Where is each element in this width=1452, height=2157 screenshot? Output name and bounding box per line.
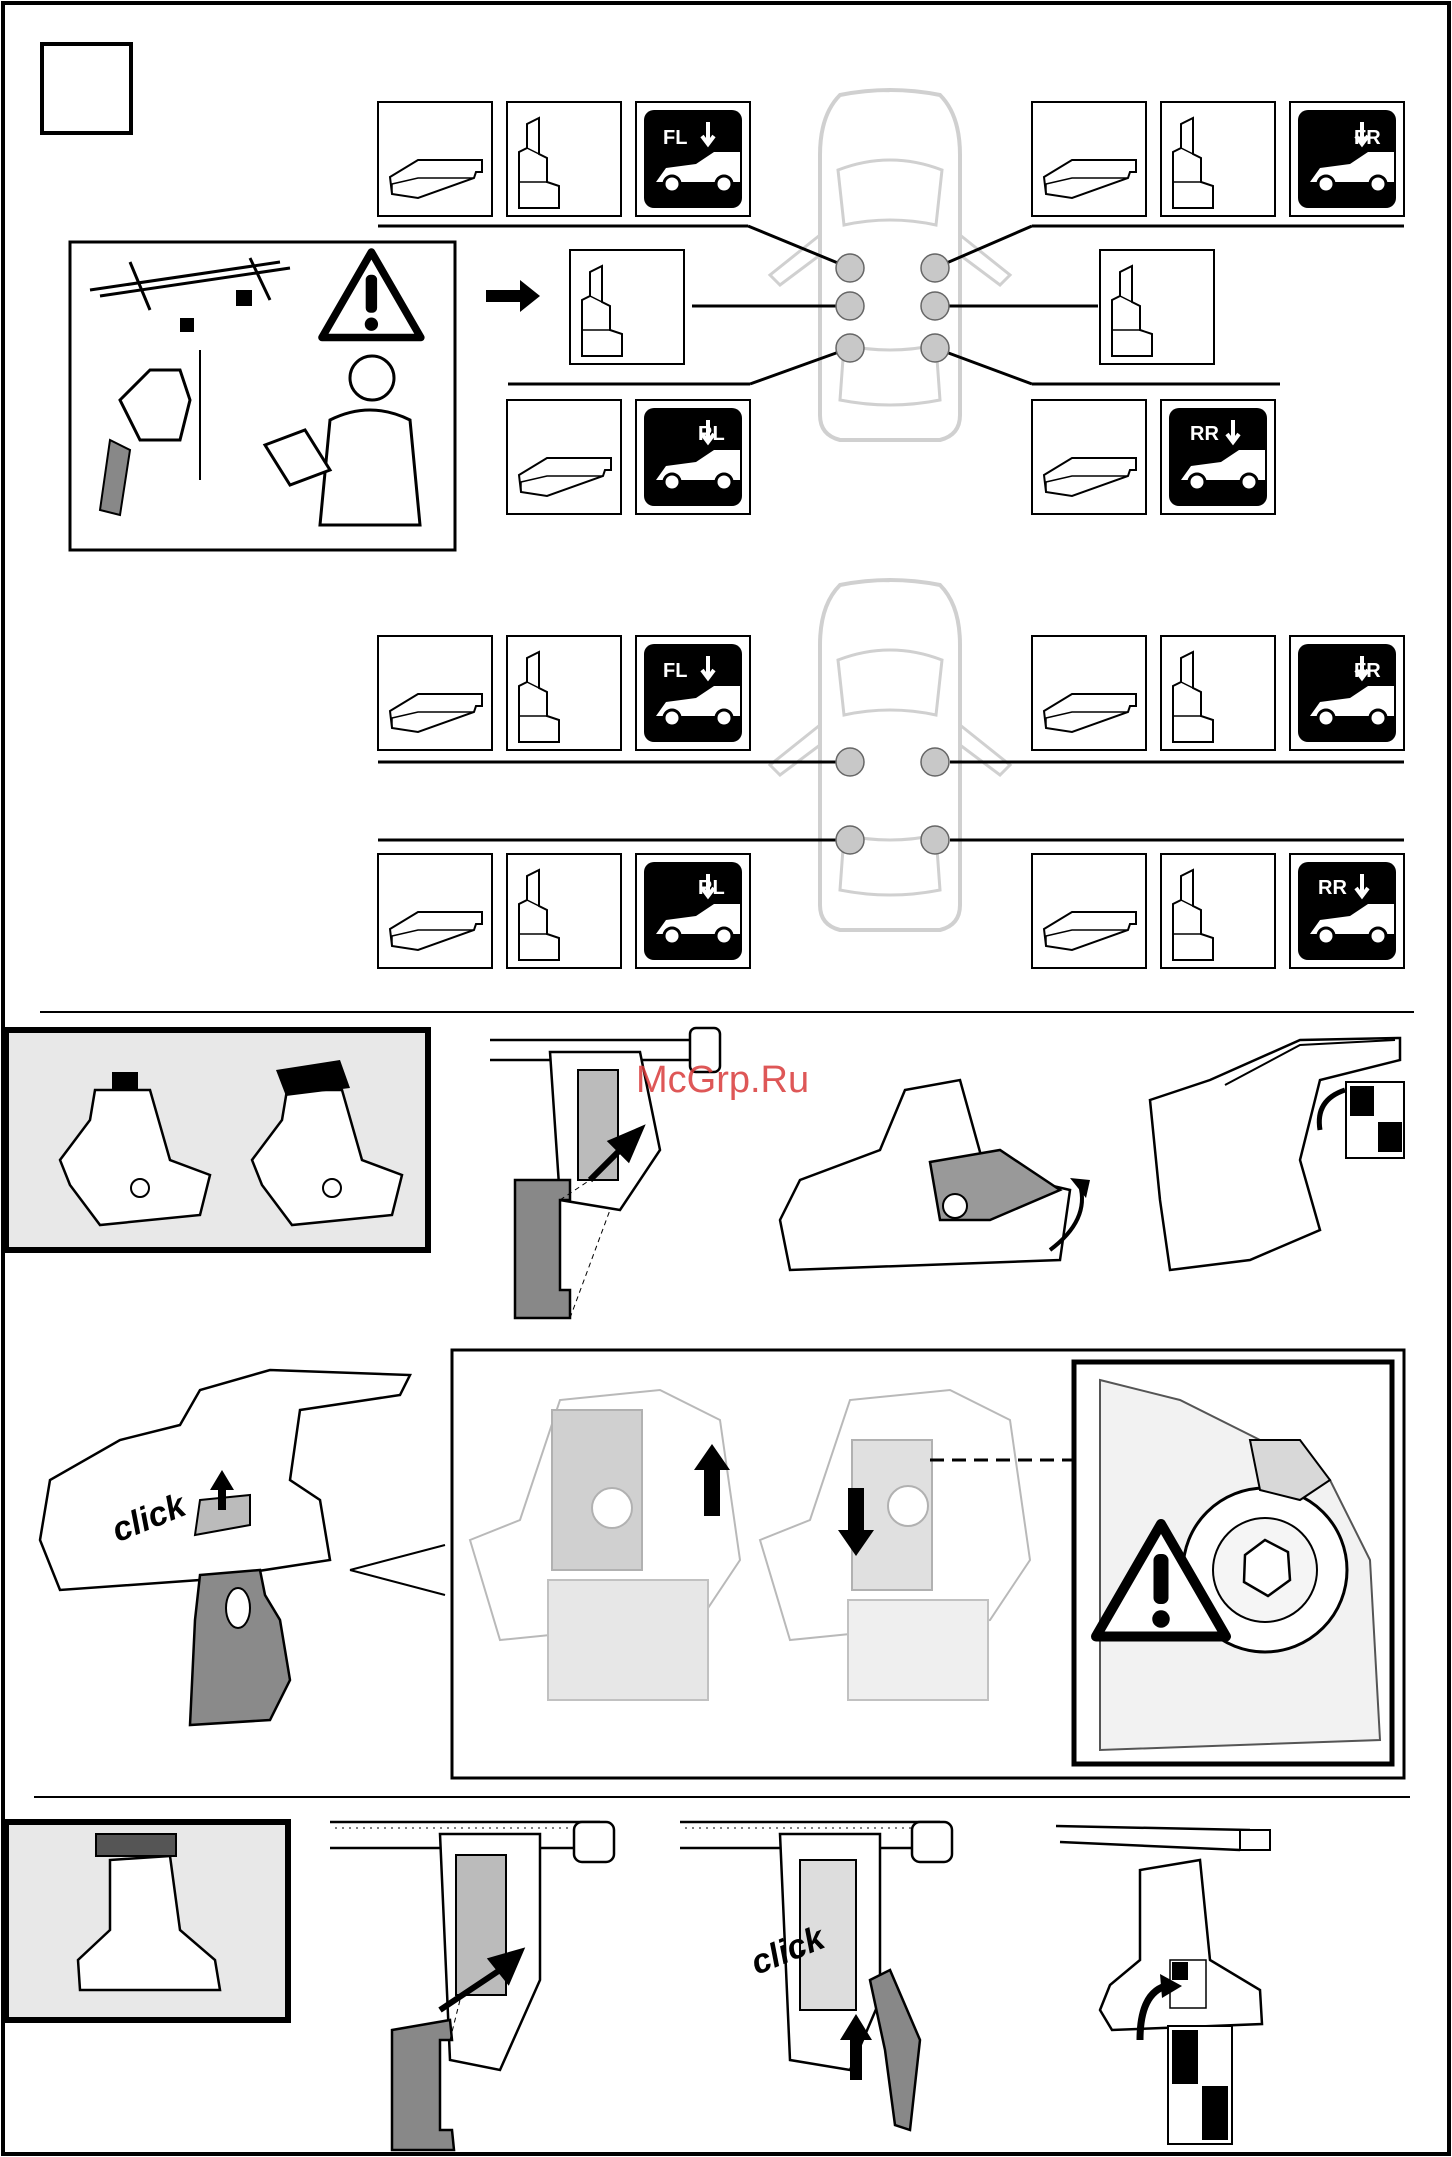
- section-mapping-a: FL FR RL RR: [378, 90, 1404, 514]
- car-topview-icon: [770, 90, 1010, 440]
- label-fl: FL: [663, 660, 687, 682]
- bracket-icon: [507, 636, 621, 750]
- car-position-rr-icon: [1161, 400, 1275, 514]
- foot-pad-icon: [1032, 854, 1146, 968]
- foot-pad-icon: [1032, 636, 1146, 750]
- bracket-icon: [570, 250, 684, 364]
- foot-pad-icon: [1032, 400, 1146, 514]
- label-rr: RR: [1190, 423, 1219, 445]
- foot-pad-icon: [1032, 102, 1146, 216]
- car-position-rl-icon: [636, 400, 750, 514]
- foot-pad-icon: [378, 854, 492, 968]
- label-rr: RR: [1318, 877, 1347, 899]
- car-position-fr-icon: [1290, 102, 1404, 216]
- car-position-fr-icon: [1290, 636, 1404, 750]
- warning-panel: [70, 242, 455, 550]
- bracket-icon: [507, 102, 621, 216]
- car-position-rr-icon: [1290, 854, 1404, 968]
- label-fr: FR: [1354, 660, 1381, 682]
- foot-pad-icon: [507, 400, 621, 514]
- section-bar-fitting: click: [6, 1822, 1270, 2150]
- bracket-icon: [1161, 102, 1275, 216]
- label-rl: RL: [698, 423, 725, 445]
- foot-pad-icon: [378, 636, 492, 750]
- label-fr: FR: [1354, 127, 1381, 149]
- car-position-rl-icon: [636, 854, 750, 968]
- watermark: McGrp.Ru: [636, 1059, 809, 1101]
- label-fl: FL: [663, 127, 687, 149]
- section-mapping-b: FL FR RL RR: [378, 580, 1404, 968]
- car-topview-icon: [770, 580, 1010, 930]
- foot-pad-icon: [378, 102, 492, 216]
- bracket-icon: [1161, 636, 1275, 750]
- arrow-right-icon: [486, 280, 540, 312]
- bracket-icon: [1100, 250, 1214, 364]
- bracket-icon: [507, 854, 621, 968]
- section-lock: click: [40, 1350, 1404, 1778]
- step-number-box: [42, 44, 131, 133]
- bracket-icon: [1161, 854, 1275, 968]
- car-position-fl-icon: [636, 102, 750, 216]
- section-pad-fitting: McGrp.Ru: [6, 1028, 1404, 1318]
- car-position-fl-icon: [636, 636, 750, 750]
- label-rl: RL: [698, 877, 725, 899]
